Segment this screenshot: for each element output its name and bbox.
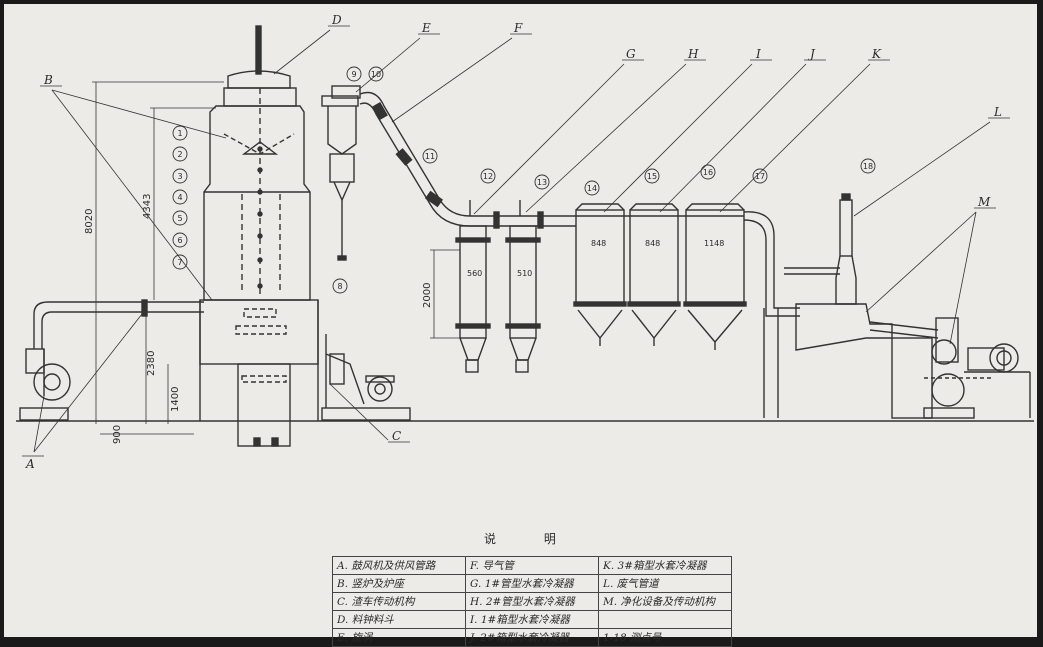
point-2: 2	[177, 150, 182, 159]
legend-cell: J. 2#箱型水套冷凝器	[465, 628, 599, 647]
point-5: 5	[177, 214, 182, 223]
legend-cell: B. 竖炉及炉座	[332, 574, 466, 593]
box-cooler-1	[573, 203, 627, 346]
point-4: 4	[177, 193, 182, 202]
point-17: 17	[755, 172, 765, 181]
vessel-label-box-2: 848	[645, 239, 660, 248]
slag-car-drive	[321, 334, 411, 421]
legend-title: 说 明	[484, 532, 578, 546]
point-7: 7	[177, 258, 182, 267]
drawing-frame: 8020 4343 2380 1400 900 2000 560 510 848…	[4, 4, 1037, 647]
dim-foundation: 900	[112, 425, 123, 444]
legend-cell: G. 1#管型水套冷凝器	[465, 574, 599, 593]
exhaust-duct	[743, 193, 857, 317]
tubular-cooler-1	[455, 200, 491, 373]
callout-M: M	[977, 195, 991, 209]
legend-cell: M. 净化设备及传动机构	[598, 592, 732, 611]
callout-B: B	[43, 73, 53, 87]
legend-cell: F. 导气管	[465, 556, 599, 575]
dimension-lines	[92, 81, 460, 435]
callout-K: K	[871, 47, 882, 61]
point-11: 11	[425, 152, 435, 161]
point-13: 13	[537, 178, 547, 187]
point-16: 16	[703, 168, 713, 177]
point-1: 1	[177, 129, 182, 138]
vessel-label-box-3: 1148	[704, 239, 724, 248]
point-10: 10	[371, 70, 381, 79]
callout-G: G	[626, 47, 636, 61]
cyclone-separator	[321, 85, 361, 261]
callout-D: D	[331, 13, 342, 27]
vessel-label-cooler-2: 510	[517, 269, 532, 278]
point-8: 8	[337, 282, 342, 291]
box-cooler-3	[683, 203, 747, 350]
vessel-label-cooler-1: 560	[467, 269, 482, 278]
dim-total-height: 8020	[84, 209, 95, 234]
callout-L: L	[993, 105, 1002, 119]
point-9: 9	[351, 70, 356, 79]
dim-cooler-height: 2000	[422, 283, 433, 308]
callout-F: F	[513, 21, 523, 35]
gas-duct	[359, 91, 576, 229]
callout-C: C	[392, 429, 401, 443]
callout-leaders	[22, 25, 1010, 457]
legend-cell: K. 3#箱型水套冷凝器	[598, 556, 732, 575]
dim-middle-height: 4343	[142, 194, 153, 219]
point-12: 12	[483, 172, 493, 181]
process-diagram: 8020 4343 2380 1400 900 2000 560 510 848…	[16, 13, 1034, 471]
callout-A: A	[25, 457, 35, 471]
legend-cell: D. 料钟料斗	[332, 610, 466, 629]
point-14: 14	[587, 184, 597, 193]
legend-cell: H. 2#管型水套冷凝器	[465, 592, 599, 611]
point-3: 3	[177, 172, 182, 181]
point-18: 18	[863, 162, 873, 171]
legend-cell: I. 1#箱型水套冷凝器	[465, 610, 599, 629]
callout-H: H	[687, 47, 699, 61]
tubular-cooler-2	[505, 200, 541, 373]
callout-E: E	[421, 21, 431, 35]
legend-cell	[598, 610, 732, 629]
point-number-circles	[172, 66, 876, 294]
blower-assembly	[19, 299, 204, 421]
purification-equipment	[763, 303, 1031, 419]
legend-cell: 1-18 测点号	[598, 628, 732, 647]
callout-J: J	[807, 47, 816, 61]
legend-cell: C. 渣车传动机构	[332, 592, 466, 611]
point-6: 6	[177, 236, 182, 245]
vessel-label-box-1: 848	[591, 239, 606, 248]
dim-base-height: 1400	[170, 387, 181, 412]
legend-cell: L. 废气管道	[598, 574, 732, 593]
point-15: 15	[647, 172, 657, 181]
legend-cell: E. 旋涡	[332, 628, 466, 647]
legend-cell: A. 鼓风机及供风管路	[332, 556, 466, 575]
dim-lower-height: 2380	[146, 351, 157, 376]
measurement-points	[257, 146, 263, 289]
callout-I: I	[755, 47, 761, 61]
box-cooler-2	[627, 203, 681, 346]
